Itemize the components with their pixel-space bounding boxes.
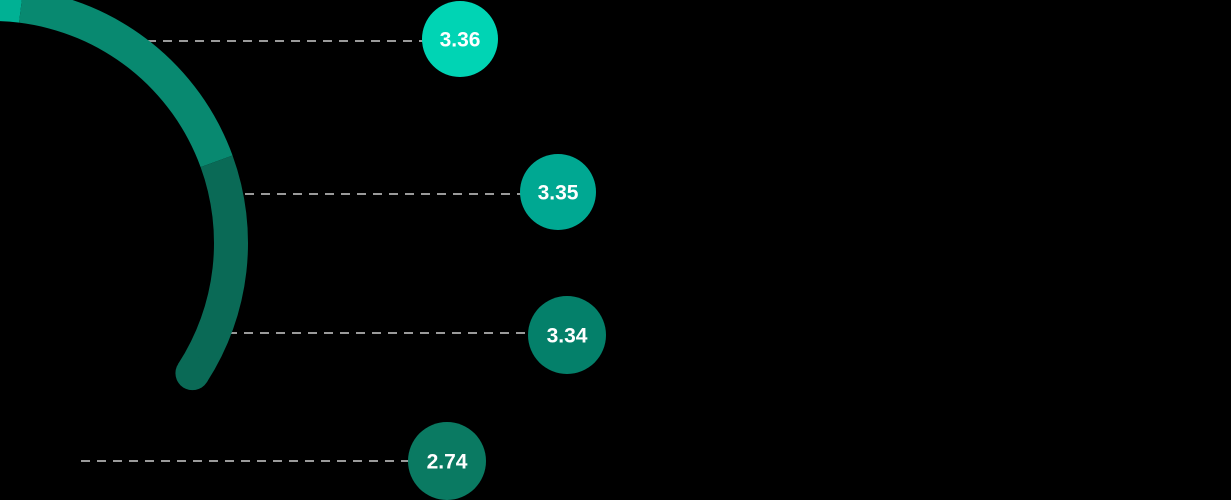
arc-segment-2 bbox=[19, 0, 233, 168]
bubble-value-label-0: 3.36 bbox=[440, 29, 481, 52]
arc-segment-1 bbox=[0, 0, 22, 23]
bubble-value-label-1: 3.35 bbox=[538, 182, 579, 205]
bubble-circle-2 bbox=[528, 296, 606, 374]
value-bubble-3[interactable]: 2.74 bbox=[408, 422, 486, 500]
arc-cap-3 bbox=[175, 356, 210, 391]
bubble-circle-3 bbox=[408, 422, 486, 500]
bubble-circle-1 bbox=[520, 154, 596, 230]
value-bubble-2[interactable]: 3.34 bbox=[528, 296, 606, 374]
arc-segment-group bbox=[0, 0, 248, 391]
value-bubble-0[interactable]: 3.36 bbox=[422, 1, 498, 77]
value-bubble-1[interactable]: 3.35 bbox=[520, 154, 596, 230]
value-bubble-group: 3.36 3.35 3.34 2.74 bbox=[408, 1, 606, 500]
bubble-value-label-2: 3.34 bbox=[547, 325, 588, 348]
bubble-value-label-3: 2.74 bbox=[427, 451, 468, 474]
leader-line-group bbox=[81, 40, 529, 462]
bubble-circle-0 bbox=[422, 1, 498, 77]
arc-segment-3 bbox=[178, 155, 248, 383]
